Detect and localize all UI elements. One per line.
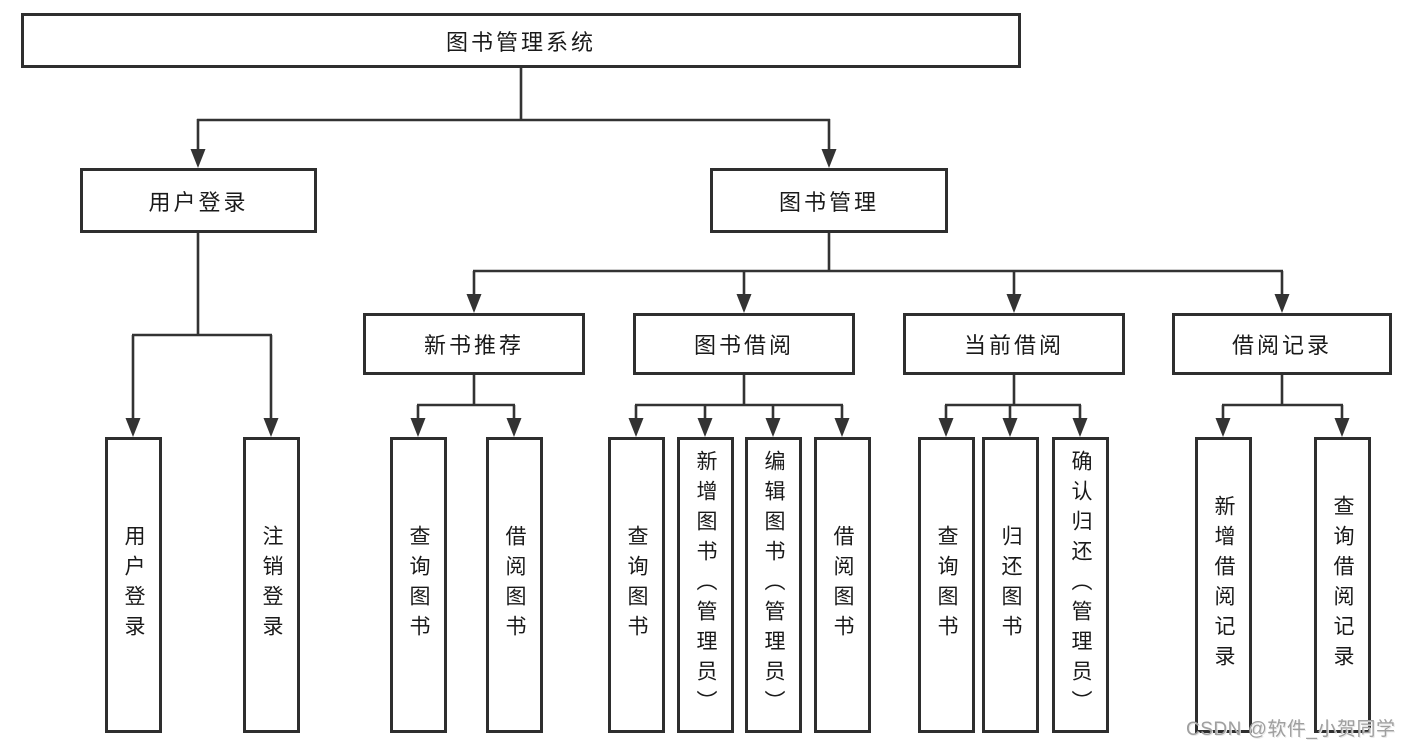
arrowheads (125, 149, 1350, 437)
leaf-current-confirm-return-admin: 确认归还（管理员） (1052, 437, 1109, 733)
edge-newbook-to-children (416, 375, 516, 422)
node-new-book-recommend: 新书推荐 (363, 313, 585, 375)
leaf-record-add-borrow-record: 新增借阅记录 (1195, 437, 1252, 733)
leaf-borrow-query-books: 查询图书 (608, 437, 665, 733)
leaf-newbook-borrow-books: 借阅图书 (486, 437, 543, 733)
leaf-current-return-books: 归还图书 (982, 437, 1039, 733)
leaf-user-login: 用户登录 (105, 437, 162, 733)
leaf-record-query-borrow-record: 查询借阅记录 (1314, 437, 1371, 733)
edge-root-to-level2 (196, 68, 831, 152)
node-current-borrow: 当前借阅 (903, 313, 1125, 375)
edge-bookmgmt-to-level3 (472, 233, 1284, 298)
node-book-borrow: 图书借阅 (633, 313, 855, 375)
edge-current-to-children (944, 375, 1082, 422)
leaf-newbook-query-books: 查询图书 (390, 437, 447, 733)
node-borrow-record: 借阅记录 (1172, 313, 1392, 375)
edge-userlogin-to-children (131, 233, 273, 422)
node-library-management-system: 图书管理系统 (21, 13, 1021, 68)
leaf-borrow-borrow-books: 借阅图书 (814, 437, 871, 733)
leaf-logout: 注销登录 (243, 437, 300, 733)
csdn-watermark: CSDN @软件_小贺同学 (1186, 719, 1396, 740)
leaf-current-query-books: 查询图书 (918, 437, 975, 733)
leaf-borrow-edit-books-admin: 编辑图书（管理员） (745, 437, 802, 733)
edge-record-to-children (1221, 375, 1344, 422)
leaf-borrow-add-books-admin: 新增图书（管理员） (677, 437, 734, 733)
edge-borrow-to-children (634, 375, 844, 422)
node-book-management: 图书管理 (710, 168, 948, 233)
node-user-login: 用户登录 (80, 168, 317, 233)
